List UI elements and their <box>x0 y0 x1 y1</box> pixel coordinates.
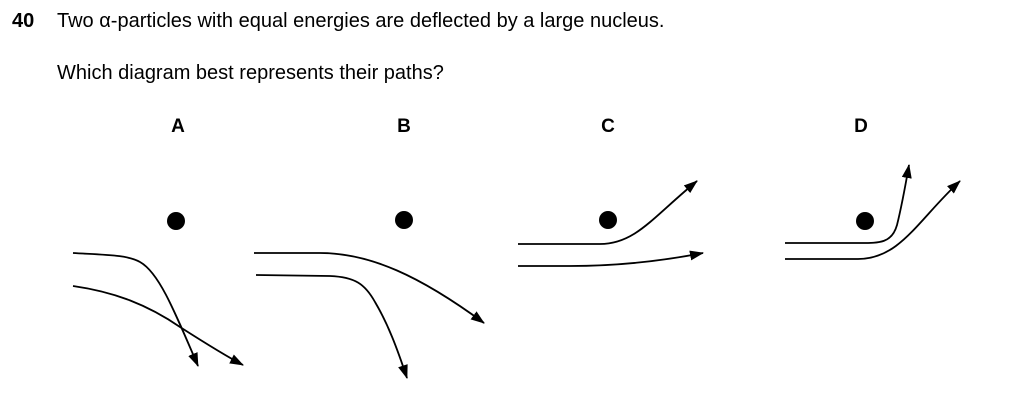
question-prompt: Which diagram best represents their path… <box>57 62 444 84</box>
option-label-c: C <box>601 116 615 137</box>
path-d-2 <box>785 180 961 260</box>
path-b-1 <box>254 252 485 324</box>
nucleus-d <box>856 212 874 230</box>
diagram-a <box>72 212 244 367</box>
nucleus-b <box>395 211 413 229</box>
nucleus-c <box>599 211 617 229</box>
path-c-1 <box>518 180 698 245</box>
path-b-2 <box>255 274 408 379</box>
option-label-b: B <box>397 116 411 137</box>
option-label-d: D <box>854 116 868 137</box>
question-stem: Two α-particles with equal energies are … <box>57 10 665 32</box>
path-d-1 <box>785 164 912 244</box>
path-a-2 <box>72 285 244 366</box>
diagram-b <box>254 211 485 379</box>
option-label-a: A <box>171 116 185 137</box>
path-a-1 <box>72 252 199 367</box>
diagram-d <box>785 164 961 260</box>
nucleus-a <box>167 212 185 230</box>
diagram-c <box>518 180 704 267</box>
question-number: 40 <box>12 10 35 32</box>
path-c-2 <box>518 250 704 267</box>
